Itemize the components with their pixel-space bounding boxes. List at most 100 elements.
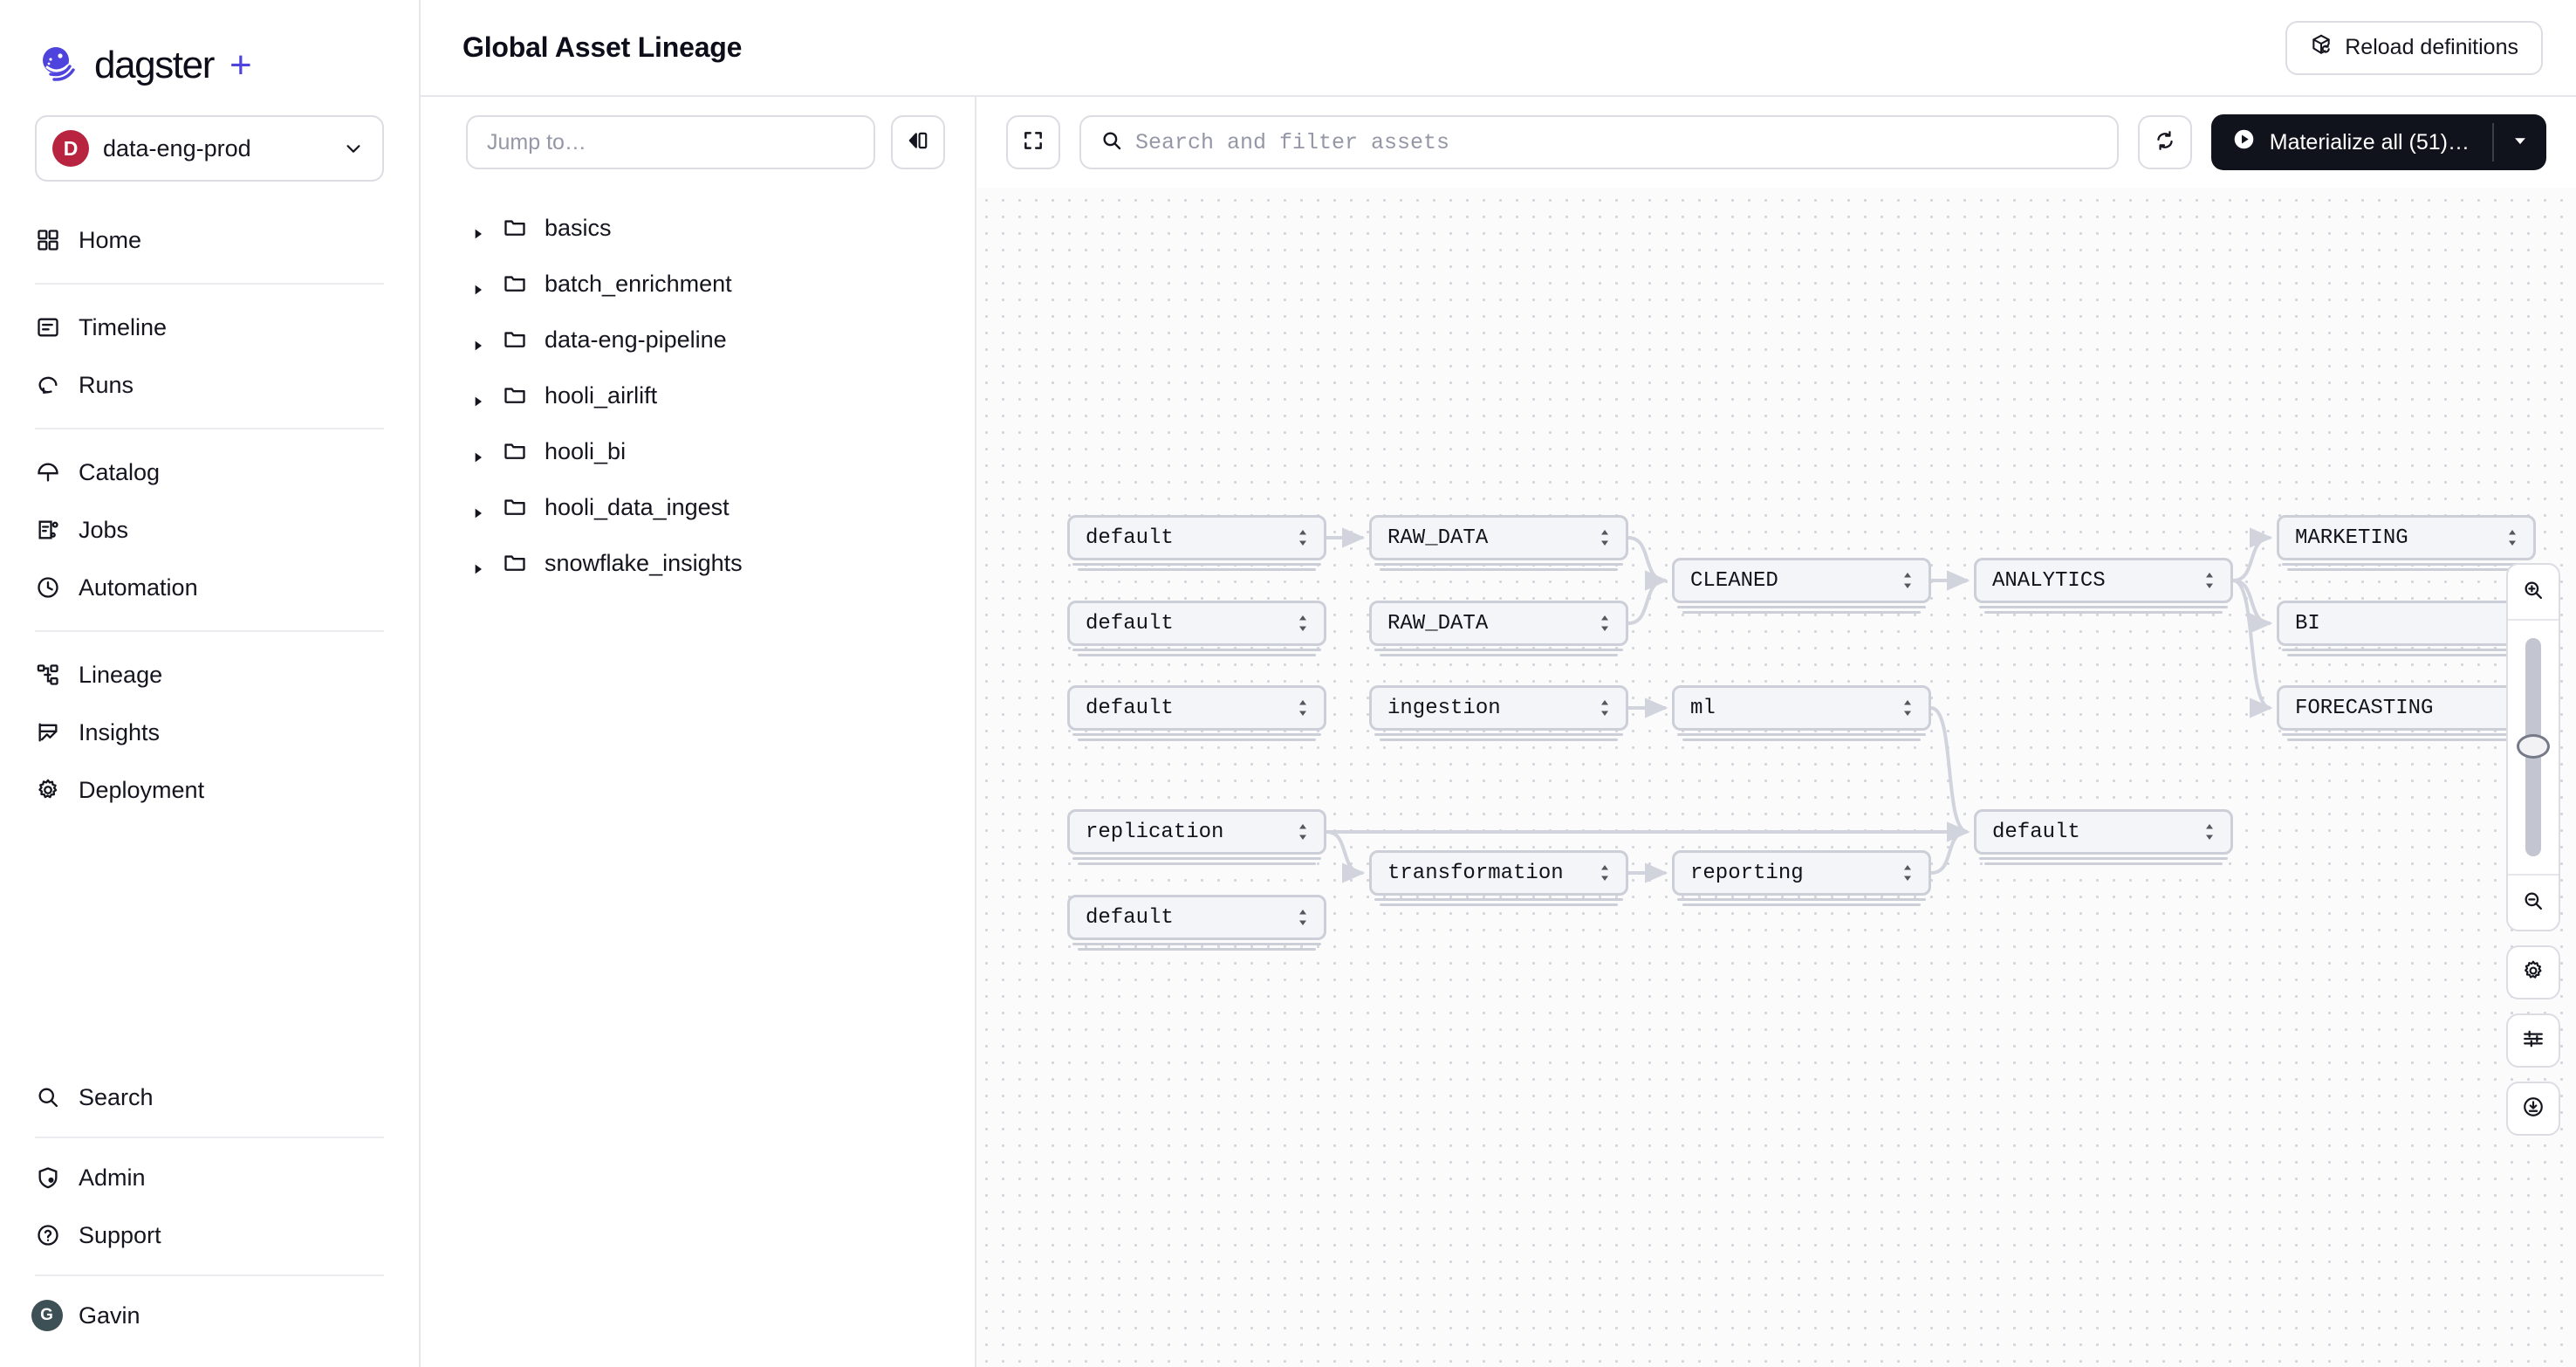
search-input[interactable]: [1135, 129, 2098, 155]
collapse-panel-button[interactable]: [891, 115, 945, 169]
sidebar-item-support[interactable]: Support: [0, 1206, 419, 1264]
zoom-divider: [2508, 874, 2559, 876]
caret-updown-icon[interactable]: [1901, 862, 1915, 884]
sidebar-item-jobs[interactable]: Jobs: [0, 501, 419, 559]
graph-node-stack-line: [1979, 606, 2228, 608]
caret-updown-icon[interactable]: [2203, 821, 2216, 843]
graph-node[interactable]: ingestion: [1369, 685, 1628, 731]
tree-item[interactable]: batch_enrichment: [421, 256, 975, 312]
brand[interactable]: dagster +: [0, 0, 419, 96]
graph-node[interactable]: replication: [1067, 809, 1326, 855]
graph-node[interactable]: default: [1067, 685, 1326, 731]
sidebar-item-runs[interactable]: Runs: [0, 356, 419, 414]
org-switcher[interactable]: D data-eng-prod: [35, 115, 384, 182]
tree-item[interactable]: basics: [421, 200, 975, 256]
graph-node[interactable]: default: [1067, 895, 1326, 940]
graph-node[interactable]: RAW_DATA: [1369, 515, 1628, 560]
graph-node[interactable]: CLEANED: [1672, 558, 1931, 603]
caret-updown-icon[interactable]: [1901, 697, 1915, 719]
caret-updown-icon[interactable]: [1598, 526, 1612, 549]
chevron-right-icon[interactable]: [471, 388, 487, 407]
toolbar-left: [421, 97, 976, 188]
graph-node[interactable]: ml: [1672, 685, 1931, 731]
folder-icon: [503, 494, 529, 520]
caret-updown-icon[interactable]: [1901, 569, 1915, 592]
caret-updown-icon[interactable]: [1296, 612, 1310, 635]
timeline-icon: [35, 314, 61, 340]
graph-node[interactable]: FORECASTING: [2277, 685, 2536, 731]
sidebar-item-label: Timeline: [79, 313, 168, 340]
graph-node-stack-line: [1072, 943, 1321, 945]
zoom-in-icon: [2522, 579, 2545, 606]
caret-updown-icon[interactable]: [1598, 862, 1612, 884]
folder-icon: [503, 382, 529, 409]
caret-updown-icon[interactable]: [1296, 526, 1310, 549]
jump-to-input[interactable]: [466, 115, 875, 169]
zoom-out-button[interactable]: [2508, 876, 2559, 930]
tree-item[interactable]: data-eng-pipeline: [421, 312, 975, 368]
caret-updown-icon[interactable]: [2505, 526, 2519, 549]
nav-divider: [35, 1274, 384, 1276]
chevron-right-icon[interactable]: [471, 443, 487, 463]
materialize-main[interactable]: Materialize all (51)…: [2211, 114, 2492, 170]
graph-node[interactable]: MARKETING: [2277, 515, 2536, 560]
tree-item[interactable]: hooli_bi: [421, 423, 975, 479]
sidebar-item-timeline[interactable]: Timeline: [0, 299, 419, 356]
graph-node-stack-line: [2282, 563, 2531, 566]
zoom-in-button[interactable]: [2508, 565, 2559, 619]
refresh-button[interactable]: [2137, 115, 2192, 169]
sidebar-item-label: Insights: [79, 718, 161, 745]
materialize-dropdown-button[interactable]: [2494, 114, 2546, 170]
caret-updown-icon[interactable]: [1296, 821, 1310, 843]
tree-item[interactable]: hooli_airlift: [421, 368, 975, 423]
sidebar-item-automation[interactable]: Automation: [0, 559, 419, 616]
caret-updown-icon[interactable]: [1598, 697, 1612, 719]
graph-download-button[interactable]: [2506, 1082, 2560, 1136]
chevron-right-icon[interactable]: [471, 220, 487, 239]
graph-node-stack-line: [1677, 898, 1926, 901]
sidebar-item-insights[interactable]: Insights: [0, 704, 419, 761]
graph-node[interactable]: default: [1067, 601, 1326, 646]
materialize-all-button[interactable]: Materialize all (51)…: [2210, 114, 2546, 170]
sidebar-item-catalog[interactable]: Catalog: [0, 443, 419, 501]
graph-settings-button[interactable]: [2506, 945, 2560, 999]
insights-icon: [35, 719, 61, 745]
zoom-slider-thumb[interactable]: [2517, 734, 2550, 759]
shield-icon: [35, 1164, 61, 1191]
reload-definitions-label: Reload definitions: [2345, 35, 2518, 59]
chevron-right-icon[interactable]: [471, 276, 487, 295]
chevron-right-icon[interactable]: [471, 332, 487, 351]
sidebar-item-user[interactable]: G Gavin: [0, 1287, 419, 1344]
graph-node[interactable]: reporting: [1672, 850, 1931, 896]
nav-divider: [35, 283, 384, 285]
sidebar-item-deployment[interactable]: Deployment: [0, 761, 419, 819]
graph-node[interactable]: default: [1067, 515, 1326, 560]
chevron-right-icon[interactable]: [471, 499, 487, 519]
sidebar-item-admin[interactable]: Admin: [0, 1149, 419, 1206]
caret-updown-icon[interactable]: [2203, 569, 2216, 592]
sidebar-item-home[interactable]: Home: [0, 211, 419, 269]
graph-node[interactable]: transformation: [1369, 850, 1628, 896]
nav-divider: [35, 428, 384, 429]
graph-node[interactable]: RAW_DATA: [1369, 601, 1628, 646]
chevron-right-icon[interactable]: [471, 555, 487, 574]
caret-updown-icon[interactable]: [1598, 612, 1612, 635]
graph-node[interactable]: default: [1974, 809, 2233, 855]
tree-item[interactable]: snowflake_insights: [421, 535, 975, 591]
graph-node-label: default: [1086, 905, 1174, 930]
zoom-slider[interactable]: [2508, 621, 2559, 874]
graph-node[interactable]: BI: [2277, 601, 2536, 646]
fullscreen-button[interactable]: [1006, 115, 1060, 169]
graph-node[interactable]: ANALYTICS: [1974, 558, 2233, 603]
nav-group-definitions: Catalog Jobs Automation: [0, 440, 419, 620]
reload-definitions-button[interactable]: Reload definitions: [2285, 20, 2543, 75]
tree-item[interactable]: hooli_data_ingest: [421, 479, 975, 535]
caret-updown-icon[interactable]: [1296, 906, 1310, 929]
sidebar-item-lineage[interactable]: Lineage: [0, 646, 419, 704]
collapse-panel-icon: [907, 129, 929, 156]
asset-search-box[interactable]: [1079, 115, 2119, 169]
graph-filters-button[interactable]: [2506, 1013, 2560, 1068]
sidebar-item-search[interactable]: Search: [0, 1068, 419, 1126]
caret-updown-icon[interactable]: [1296, 697, 1310, 719]
